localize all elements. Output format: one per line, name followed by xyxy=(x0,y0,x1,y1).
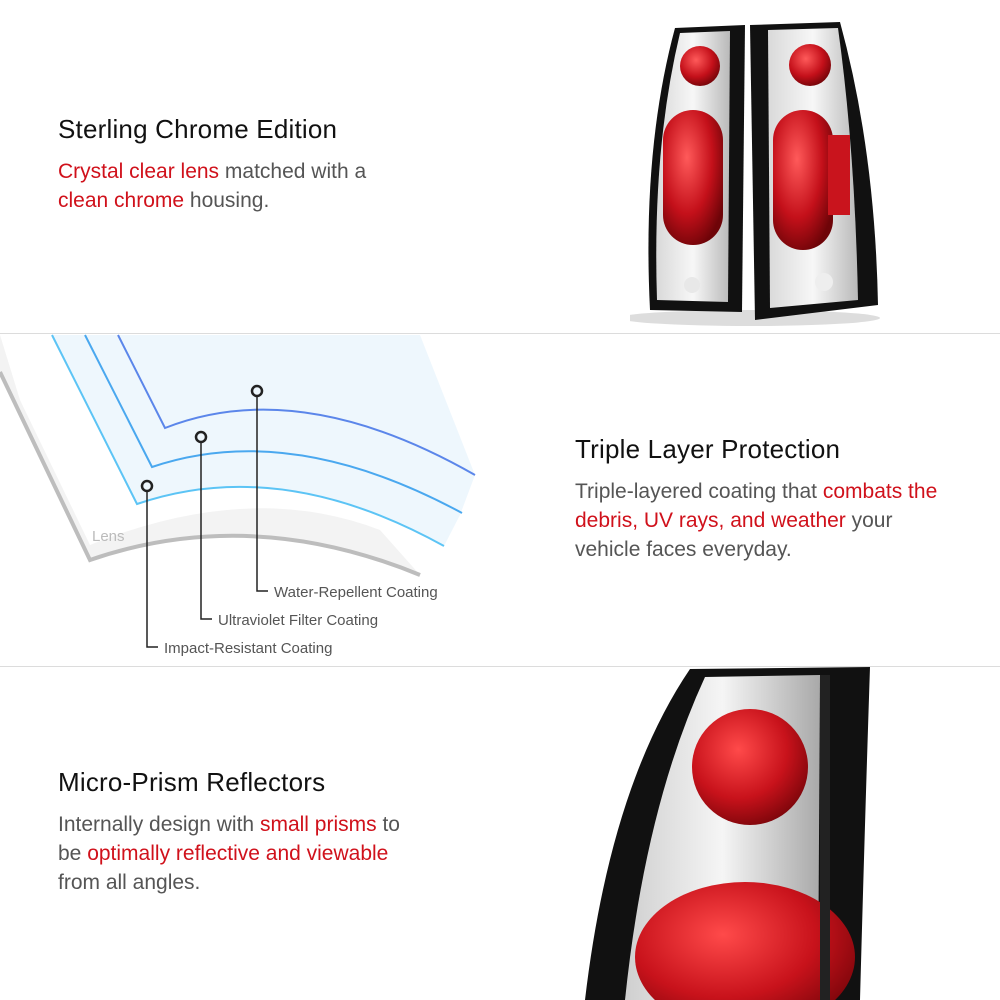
tail-lights-pair-image xyxy=(630,22,880,326)
body-text: housing. xyxy=(184,189,270,212)
highlight-text: combats the debris, UV rays, and weather xyxy=(575,480,938,532)
body-text: your vehicle faces everyday. xyxy=(575,509,893,561)
body-text: from all angles. xyxy=(58,871,201,894)
section-micro-prism: Micro-Prism Reflectors Internally design… xyxy=(0,667,1000,1000)
water-repellent-layer xyxy=(117,334,476,476)
lens-label: Lens xyxy=(92,528,125,545)
section-triple-layer: Lens Water-Repellent Coating Ultraviolet… xyxy=(0,334,1000,667)
water-repellent-label: Water-Repellent Coating xyxy=(274,584,438,601)
body-text: to be xyxy=(58,813,400,865)
feature-title: Micro-Prism Reflectors xyxy=(58,767,326,797)
coating-layers-diagram: Lens Water-Repellent Coating Ultraviolet… xyxy=(0,334,476,657)
impact-resistant-layer xyxy=(51,334,445,547)
tail-light-closeup-image xyxy=(585,667,870,1000)
section-divider xyxy=(0,666,1000,667)
body-text: Internally design with xyxy=(58,813,260,836)
section-divider xyxy=(0,333,1000,334)
feature-description: Triple-layered coating that combats the … xyxy=(575,477,955,564)
highlight-text: clean chrome xyxy=(58,189,185,212)
feature-description: Crystal clear lens matched with a clean … xyxy=(58,157,418,215)
highlight-text: small prisms xyxy=(259,813,377,836)
feature-text: Sterling Chrome Edition Crystal clear le… xyxy=(58,114,418,215)
uv-filter-layer xyxy=(84,334,463,514)
highlight-text: Crystal clear lens xyxy=(58,160,220,183)
section-sterling-chrome: Sterling Chrome Edition Crystal clear le… xyxy=(0,0,1000,333)
body-text: Triple-layered coating that xyxy=(575,480,823,503)
feature-text: Triple Layer Protection Triple-layered c… xyxy=(575,434,955,564)
feature-title: Sterling Chrome Edition xyxy=(58,114,338,144)
highlight-text: optimally reflective and viewable xyxy=(87,842,389,865)
feature-title: Triple Layer Protection xyxy=(575,434,841,464)
impact-resistant-label: Impact-Resistant Coating xyxy=(164,640,332,657)
uv-filter-label: Ultraviolet Filter Coating xyxy=(218,612,378,629)
feature-text: Micro-Prism Reflectors Internally design… xyxy=(58,767,428,897)
feature-description: Internally design with small prisms to b… xyxy=(58,810,428,897)
body-text: matched with a xyxy=(219,160,367,183)
